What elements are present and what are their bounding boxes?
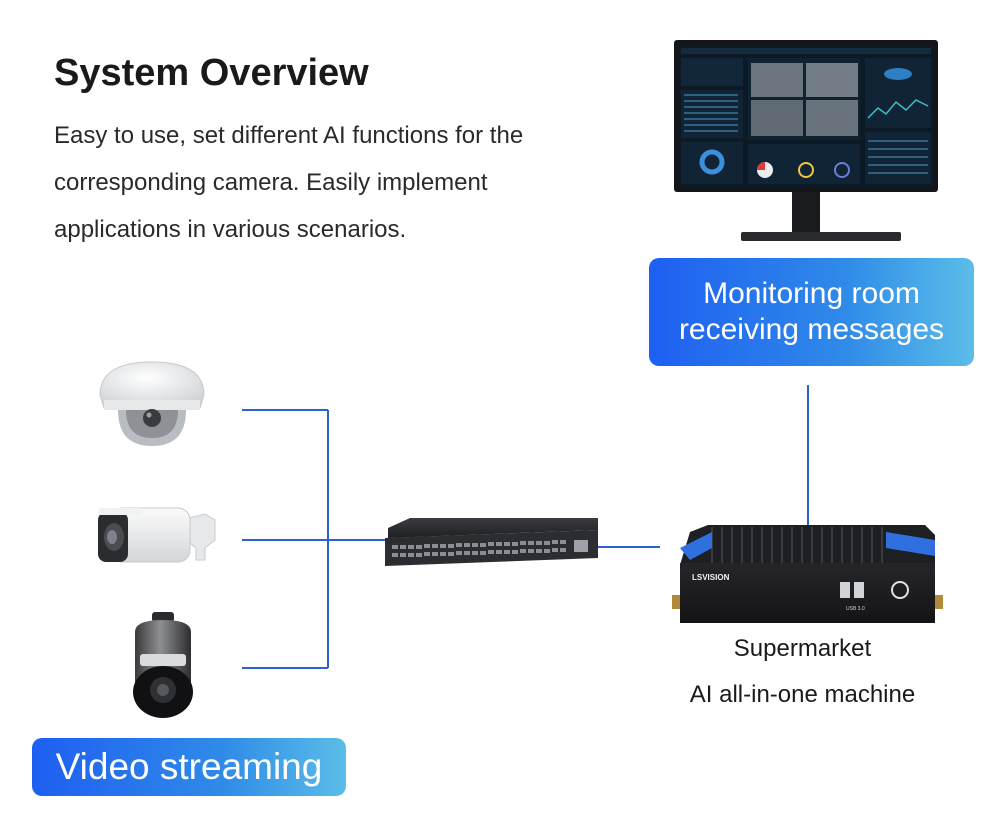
monitoring-line-1: Monitoring room [703,277,920,310]
monitoring-room-label: Monitoring room receiving messages [649,258,974,366]
description-line-3: applications in various scenarios. [54,216,407,243]
machine-caption-line-1: Supermarket [733,635,872,662]
video-streaming-label: Video streaming [32,738,346,796]
monitoring-line-2: receiving messages [678,313,945,346]
connection-lines [242,385,809,669]
machine-brand-text: LSVISION [692,573,730,582]
monitor-icon [674,40,938,241]
usb-label-text: USB 3.0 [846,606,865,612]
description: Easy to use, set different AI functions … [54,112,614,253]
bullet-camera-icon [98,507,216,563]
page-title: System Overview [54,52,369,94]
network-switch-icon [385,518,598,566]
ai-box-icon [672,525,943,623]
description-line-2: corresponding camera. Easily implement [54,169,488,196]
ptz-camera-icon [133,612,193,718]
dome-camera-icon [99,361,205,446]
machine-caption-line-2: AI all-in-one machine [689,681,916,708]
description-line-1: Easy to use, set different AI functions … [54,122,524,149]
